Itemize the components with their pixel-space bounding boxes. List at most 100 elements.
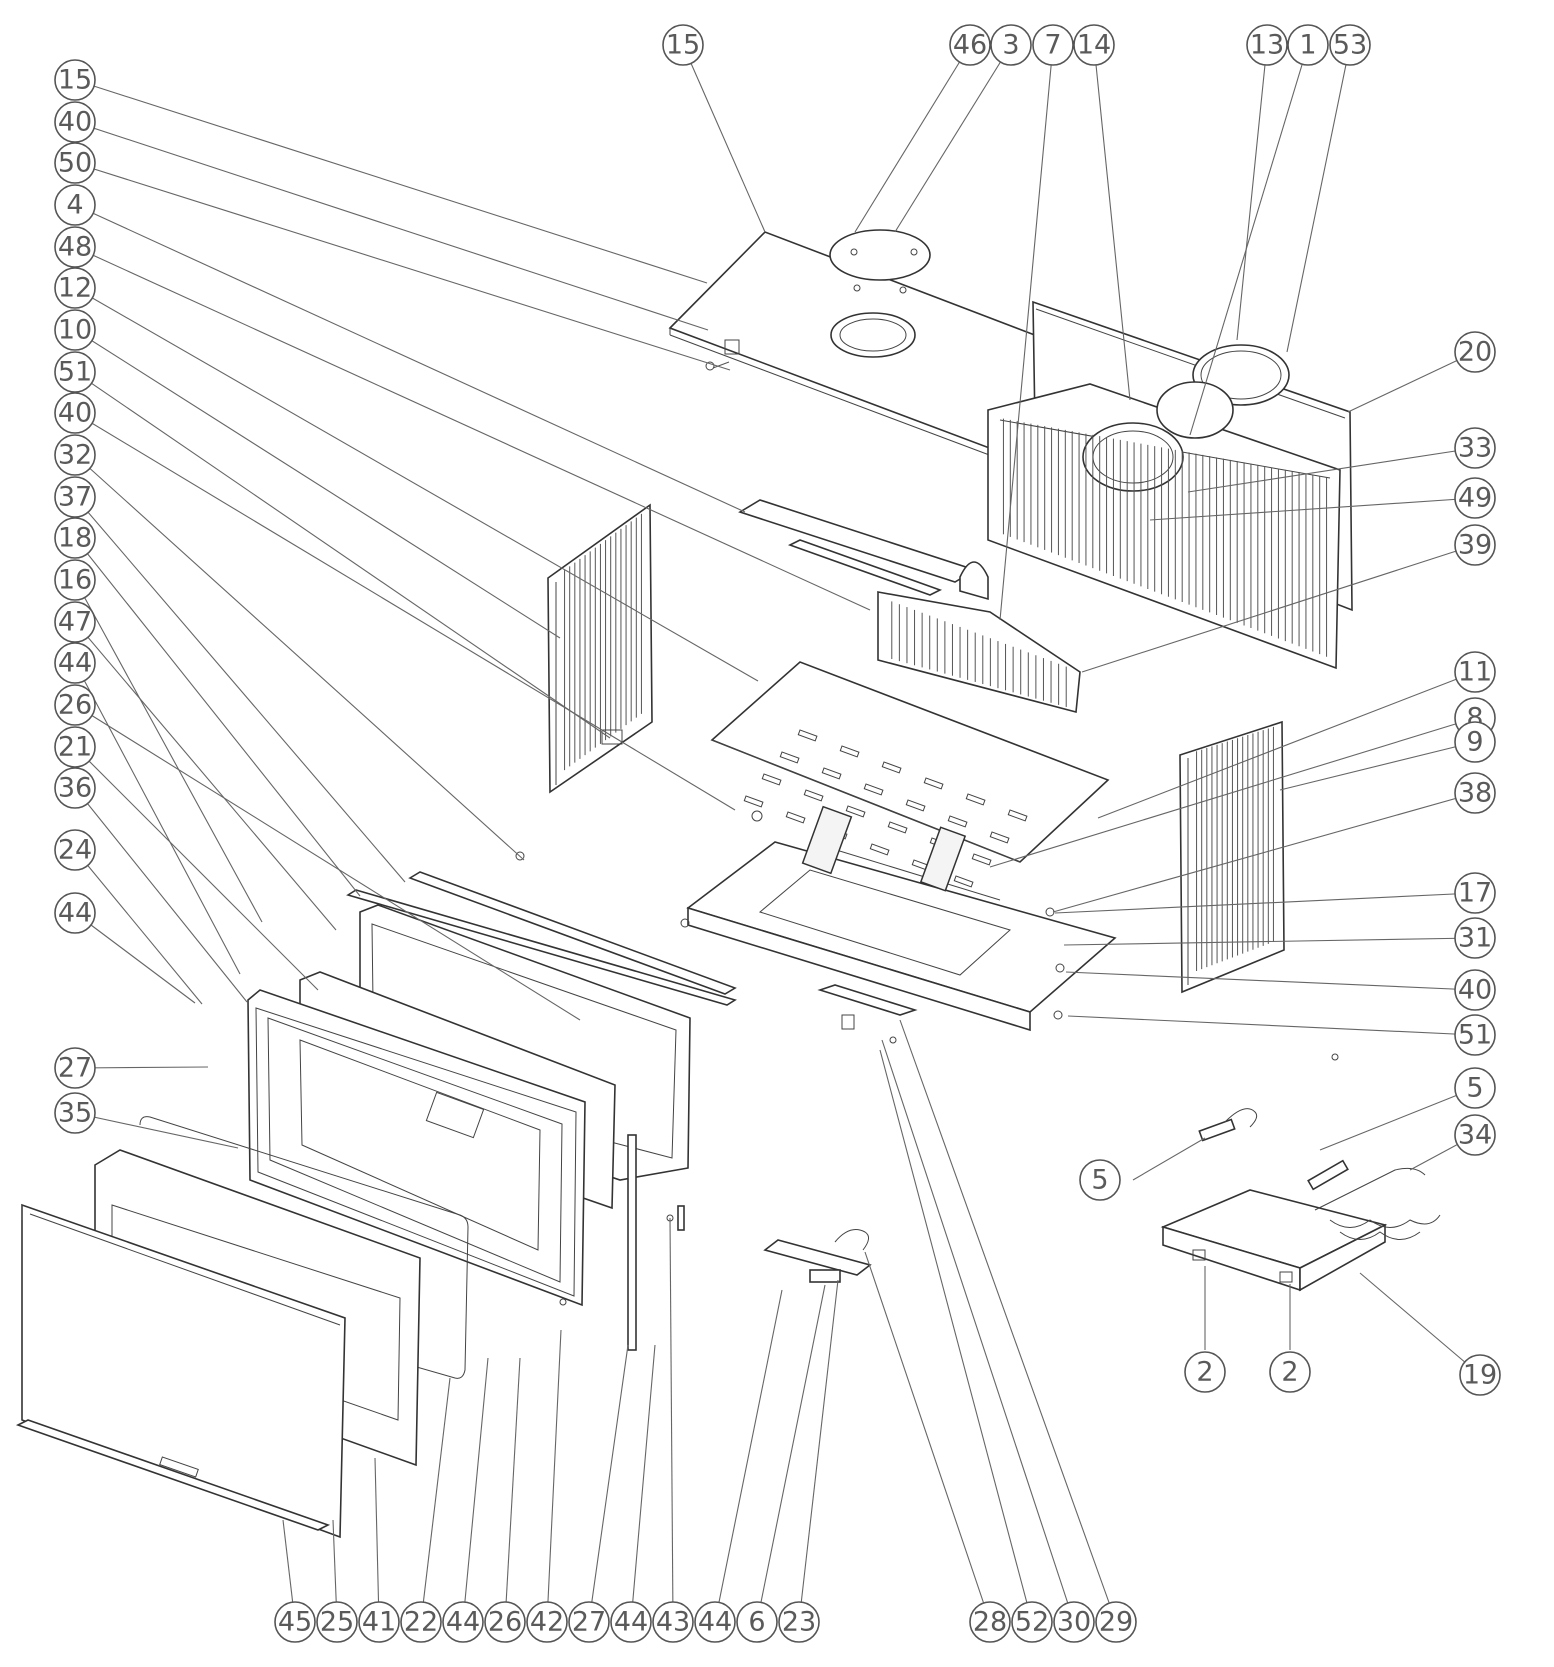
svg-text:15: 15 [58, 65, 92, 96]
svg-text:37: 37 [58, 482, 92, 513]
callout-c-9: 9 [1454, 721, 1496, 763]
door-gasket-part [139, 1116, 469, 1379]
svg-text:24: 24 [58, 835, 92, 866]
callout-c-35: 35 [54, 1092, 96, 1134]
front-frame-part [21, 1203, 346, 1539]
leader-37 [74, 496, 406, 883]
leader-41 [374, 1457, 380, 1623]
svg-text:13: 13 [1250, 30, 1284, 61]
leader-9 [1279, 741, 1476, 791]
leader-44-a [74, 662, 241, 975]
svg-text:40: 40 [58, 398, 92, 429]
leader-47 [74, 621, 337, 931]
callout-c-32: 32 [54, 434, 96, 476]
leader-19 [1359, 1272, 1481, 1376]
heating-element-part [1307, 1159, 1441, 1240]
leader-30 [881, 1039, 1075, 1623]
svg-text:11: 11 [1458, 657, 1492, 688]
svg-text:31: 31 [1458, 923, 1492, 954]
callout-c-25: 25 [316, 1601, 358, 1643]
leader-44-c [462, 1357, 489, 1623]
callout-c-1: 1 [1287, 24, 1329, 66]
callout-c-28: 28 [969, 1601, 1011, 1643]
callout-c-37: 37 [54, 476, 96, 518]
svg-text:10: 10 [58, 315, 92, 346]
callout-c-52: 52 [1011, 1601, 1053, 1643]
svg-text:49: 49 [1458, 483, 1492, 514]
svg-text:44: 44 [58, 648, 92, 679]
leader-14 [1093, 44, 1131, 401]
base-tray-part [686, 805, 1117, 1032]
callout-c-15-left: 15 [54, 59, 96, 101]
leader-5-left [1132, 1137, 1206, 1181]
callout-c-48: 48 [54, 226, 96, 268]
svg-text:27: 27 [58, 1053, 92, 1084]
callout-c-44-e: 44 [694, 1601, 736, 1643]
callout-c-53: 53 [1329, 24, 1371, 66]
callout-c-17: 17 [1454, 872, 1496, 914]
leader-39 [1081, 544, 1476, 673]
svg-text:43: 43 [656, 1607, 690, 1638]
ash-pan-part [1160, 1189, 1388, 1292]
svg-text:45: 45 [278, 1607, 312, 1638]
svg-text:16: 16 [58, 565, 92, 596]
leader-20 [1347, 351, 1476, 413]
svg-text:3: 3 [1002, 30, 1019, 61]
svg-text:29: 29 [1099, 1607, 1133, 1638]
leader-26-left [74, 704, 581, 1021]
callout-c-38: 38 [1454, 772, 1496, 814]
svg-text:7: 7 [1044, 30, 1061, 61]
leader-13 [1236, 44, 1268, 341]
callout-c-30: 30 [1053, 1601, 1095, 1643]
leader-12 [74, 287, 759, 682]
leader-36 [74, 787, 248, 1003]
leader-10 [74, 329, 561, 639]
svg-text:44: 44 [698, 1607, 732, 1638]
svg-text:19: 19 [1463, 1360, 1497, 1391]
svg-text:9: 9 [1466, 727, 1483, 758]
leader-50 [74, 162, 731, 371]
callout-bubbles: 15 46 3 7 14 13 1 53 15 40 50 4 48 12 10… [54, 24, 1501, 1643]
small-bracket-part [817, 984, 918, 1044]
fasteners-part [515, 361, 1339, 1306]
leader-46 [854, 44, 971, 233]
left-side-panel-part [547, 503, 653, 794]
leader-11 [1097, 671, 1476, 819]
leader-lines [74, 44, 1481, 1623]
svg-text:44: 44 [446, 1607, 480, 1638]
callout-c-19: 19 [1459, 1354, 1501, 1396]
svg-text:21: 21 [58, 732, 92, 763]
leader-51-right [1067, 1015, 1476, 1036]
leader-40-c [1065, 971, 1476, 991]
callout-c-49: 49 [1454, 477, 1496, 519]
main-door-frame-part [247, 989, 586, 1307]
callout-c-11: 11 [1454, 651, 1496, 693]
leader-3 [894, 44, 1012, 233]
callout-c-27-left: 27 [54, 1047, 96, 1089]
callout-c-33: 33 [1454, 427, 1496, 469]
callout-c-43: 43 [652, 1601, 694, 1643]
callout-c-20: 20 [1454, 331, 1496, 373]
flue-ring-part [1156, 344, 1290, 439]
svg-text:20: 20 [1458, 337, 1492, 368]
baffle-tube-part [738, 499, 989, 601]
svg-text:18: 18 [58, 523, 92, 554]
svg-text:26: 26 [58, 690, 92, 721]
callout-c-44-c: 44 [442, 1601, 484, 1643]
svg-text:6: 6 [748, 1607, 765, 1638]
leader-21 [74, 746, 319, 991]
leader-15-top [682, 44, 766, 233]
callout-c-10: 10 [54, 309, 96, 351]
callout-c-15-top: 15 [662, 24, 704, 66]
leader-44-b [74, 912, 196, 1004]
svg-text:51: 51 [58, 357, 92, 388]
callout-c-12: 12 [54, 267, 96, 309]
top-plate-part [668, 231, 1097, 460]
leader-38 [1052, 792, 1476, 913]
svg-text:46: 46 [953, 30, 987, 61]
callout-c-16: 16 [54, 559, 96, 601]
callout-c-44-b: 44 [54, 892, 96, 934]
callout-c-2-b: 2 [1269, 1351, 1311, 1393]
svg-text:50: 50 [58, 148, 92, 179]
